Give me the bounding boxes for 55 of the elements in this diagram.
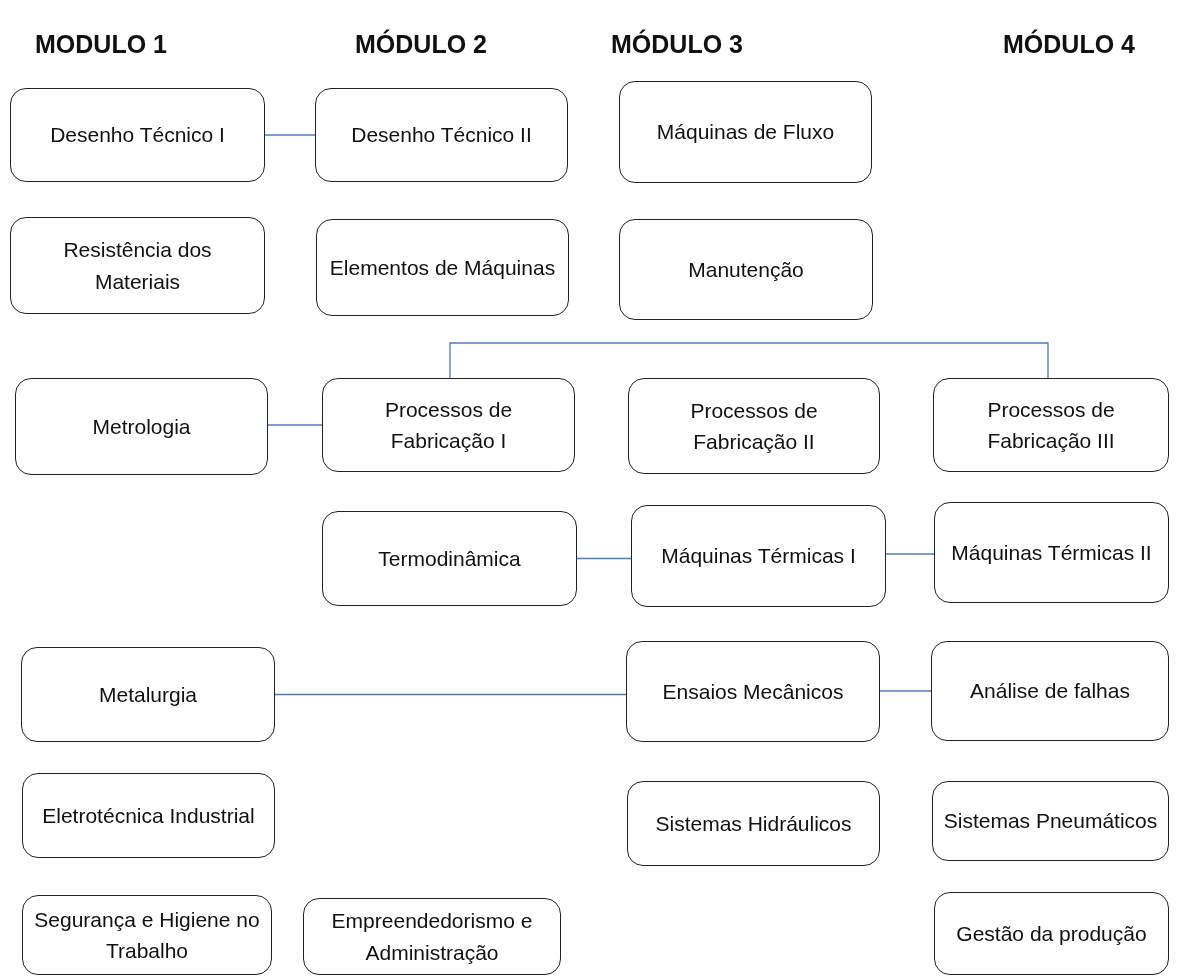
course-name: Máquinas Térmicas I: [661, 543, 856, 570]
course-name: Análise de falhas: [970, 678, 1130, 705]
course-box: [316, 219, 569, 316]
course-name: Desenho Técnico I: [50, 122, 225, 149]
connector-line: [879, 690, 932, 692]
course-box: [933, 378, 1169, 472]
course-box: [322, 378, 575, 472]
course-box: [619, 219, 873, 320]
column-heading: MÓDULO 2: [355, 30, 487, 59]
course-box: [315, 88, 568, 182]
connector-line: [576, 557, 632, 560]
course-name: Empreendedorismo e Administração: [330, 908, 534, 966]
course-box: [10, 88, 265, 182]
course-name: Metrologia: [92, 413, 191, 440]
course-box: [303, 898, 561, 975]
course-name: Manutenção: [688, 256, 804, 283]
connector-line: [267, 424, 323, 426]
course-box: [10, 217, 265, 314]
course-box: [627, 781, 880, 866]
column-heading: MÓDULO 3: [611, 30, 743, 59]
course-name: Sistemas Hidráulicos: [655, 810, 852, 837]
column-heading: MODULO 1: [35, 30, 167, 59]
course-name: Máquinas Térmicas II: [951, 539, 1152, 566]
course-name: Segurança e Higiene no Trabalho: [33, 906, 261, 964]
course-name: Termodinâmica: [378, 545, 521, 572]
column-heading: MÓDULO 4: [1003, 30, 1135, 59]
course-box: [22, 895, 272, 975]
connector-line: [449, 342, 1049, 379]
course-name: Processos de Fabricação I: [383, 396, 514, 454]
course-box: [22, 773, 275, 858]
course-name: Sistemas Pneumáticos: [943, 808, 1158, 835]
course-name: Gestão da produção: [956, 920, 1147, 947]
connector-line: [885, 553, 935, 555]
course-name: Eletrotécnica Industrial: [42, 802, 255, 829]
course-name: Elementos de Máquinas: [329, 254, 556, 281]
course-box: [619, 81, 872, 183]
connector-line: [264, 134, 316, 136]
course-name: Desenho Técnico II: [351, 122, 532, 149]
course-box: [322, 511, 577, 606]
course-name: Ensaios Mecânicos: [662, 678, 844, 705]
course-box: [15, 378, 268, 475]
course-name: Processos de Fabricação II: [689, 397, 819, 455]
course-box: [931, 641, 1169, 741]
course-name: Resistência dos Materiais: [62, 237, 213, 295]
course-box: [631, 505, 886, 607]
course-box: [932, 781, 1169, 861]
course-box: [934, 892, 1169, 975]
course-name: Máquinas de Fluxo: [656, 119, 835, 146]
course-name: Processos de Fabricação III: [986, 396, 1116, 454]
course-box: [628, 378, 880, 474]
course-name: Metalurgia: [98, 681, 198, 708]
course-box: [626, 641, 880, 742]
course-box: [21, 647, 275, 742]
connector-line: [274, 693, 627, 696]
course-box: [934, 502, 1169, 603]
